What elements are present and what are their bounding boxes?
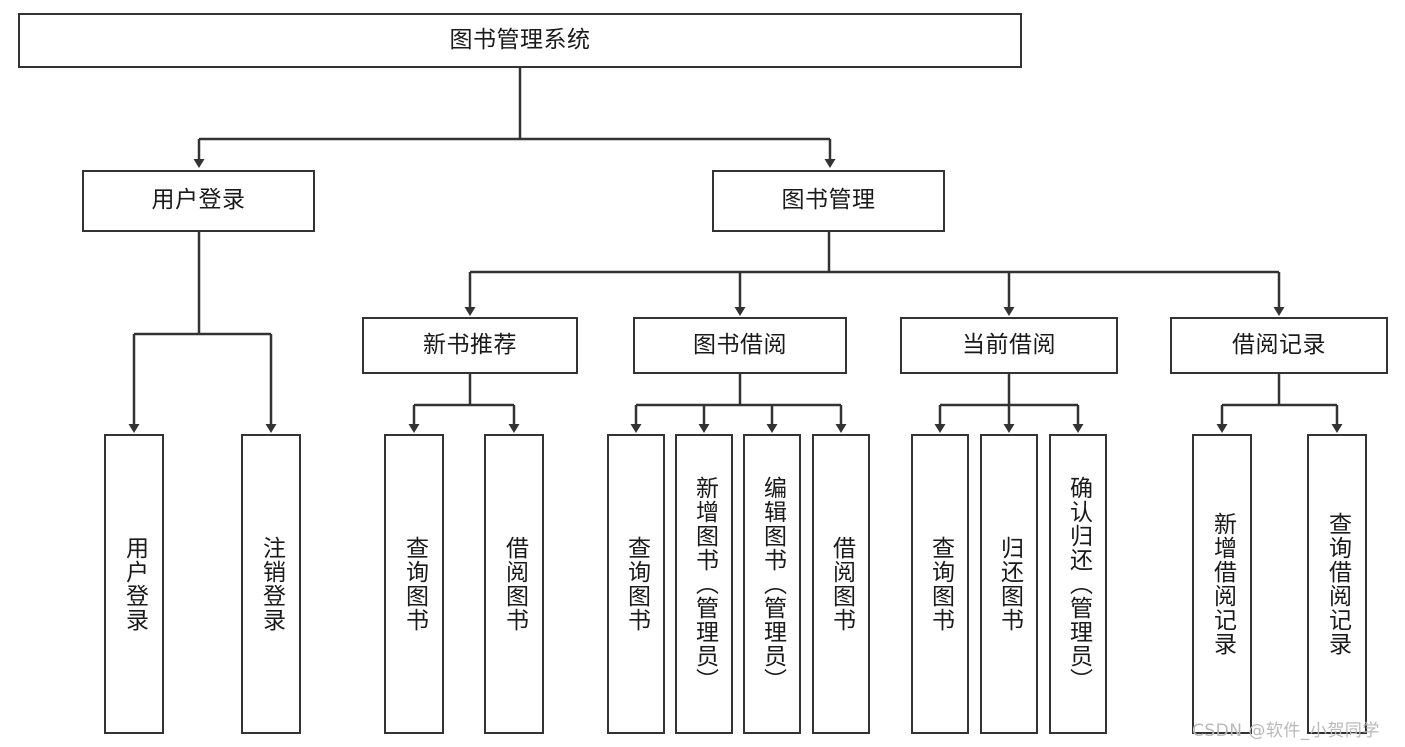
node-label: 借阅图书 [828, 536, 855, 632]
node-label: 新增借阅记录 [1209, 512, 1236, 656]
leaf-record-query-record[interactable]: 查询借阅记录 [1307, 434, 1367, 734]
node-label: 注销登录 [258, 536, 285, 632]
leaf-current-confirm-return-admin[interactable]: 确认归还（管理员） [1049, 434, 1107, 734]
leaf-current-query-book[interactable]: 查询图书 [911, 434, 969, 734]
node-label: 借阅记录 [1232, 331, 1326, 358]
node-root-system[interactable]: 图书管理系统 [18, 13, 1022, 68]
node-new-book-recommend[interactable]: 新书推荐 [362, 317, 578, 374]
node-book-manage[interactable]: 图书管理 [712, 170, 945, 232]
node-label: 借阅图书 [501, 536, 528, 632]
node-label: 查询借阅记录 [1324, 512, 1351, 656]
node-label: 确认归还（管理员） [1065, 476, 1092, 692]
node-label: 新增图书（管理员） [691, 476, 718, 692]
node-label: 用户登录 [151, 187, 246, 214]
leaf-user-login-logout[interactable]: 注销登录 [241, 434, 301, 734]
leaf-new-book-borrow[interactable]: 借阅图书 [484, 434, 544, 734]
node-current-borrow[interactable]: 当前借阅 [900, 317, 1118, 374]
csdn-watermark: CSDN @软件_小贺同学 [1192, 721, 1380, 741]
leaf-record-add-record[interactable]: 新增借阅记录 [1192, 434, 1252, 734]
node-label: 当前借阅 [962, 331, 1056, 358]
node-label: 图书管理系统 [449, 26, 591, 53]
node-label: 查询图书 [401, 536, 428, 632]
leaf-user-login-login[interactable]: 用户登录 [104, 434, 164, 734]
node-label: 查询图书 [623, 536, 650, 632]
leaf-borrow-add-book-admin[interactable]: 新增图书（管理员） [675, 434, 733, 734]
leaf-current-return-book[interactable]: 归还图书 [980, 434, 1038, 734]
node-label: 查询图书 [927, 536, 954, 632]
leaf-borrow-query-book[interactable]: 查询图书 [607, 434, 665, 734]
leaf-new-book-query[interactable]: 查询图书 [384, 434, 444, 734]
node-label: 图书管理 [781, 187, 876, 214]
node-label: 编辑图书（管理员） [759, 476, 786, 692]
node-borrow-record[interactable]: 借阅记录 [1170, 317, 1388, 374]
leaf-borrow-borrow-book[interactable]: 借阅图书 [812, 434, 870, 734]
node-label: 归还图书 [996, 536, 1023, 632]
node-label: 图书借阅 [693, 331, 787, 358]
leaf-borrow-edit-book-admin[interactable]: 编辑图书（管理员） [743, 434, 801, 734]
node-label: 新书推荐 [423, 331, 517, 358]
node-book-borrow[interactable]: 图书借阅 [633, 317, 847, 374]
node-label: 用户登录 [121, 536, 148, 632]
node-user-login[interactable]: 用户登录 [82, 170, 315, 232]
